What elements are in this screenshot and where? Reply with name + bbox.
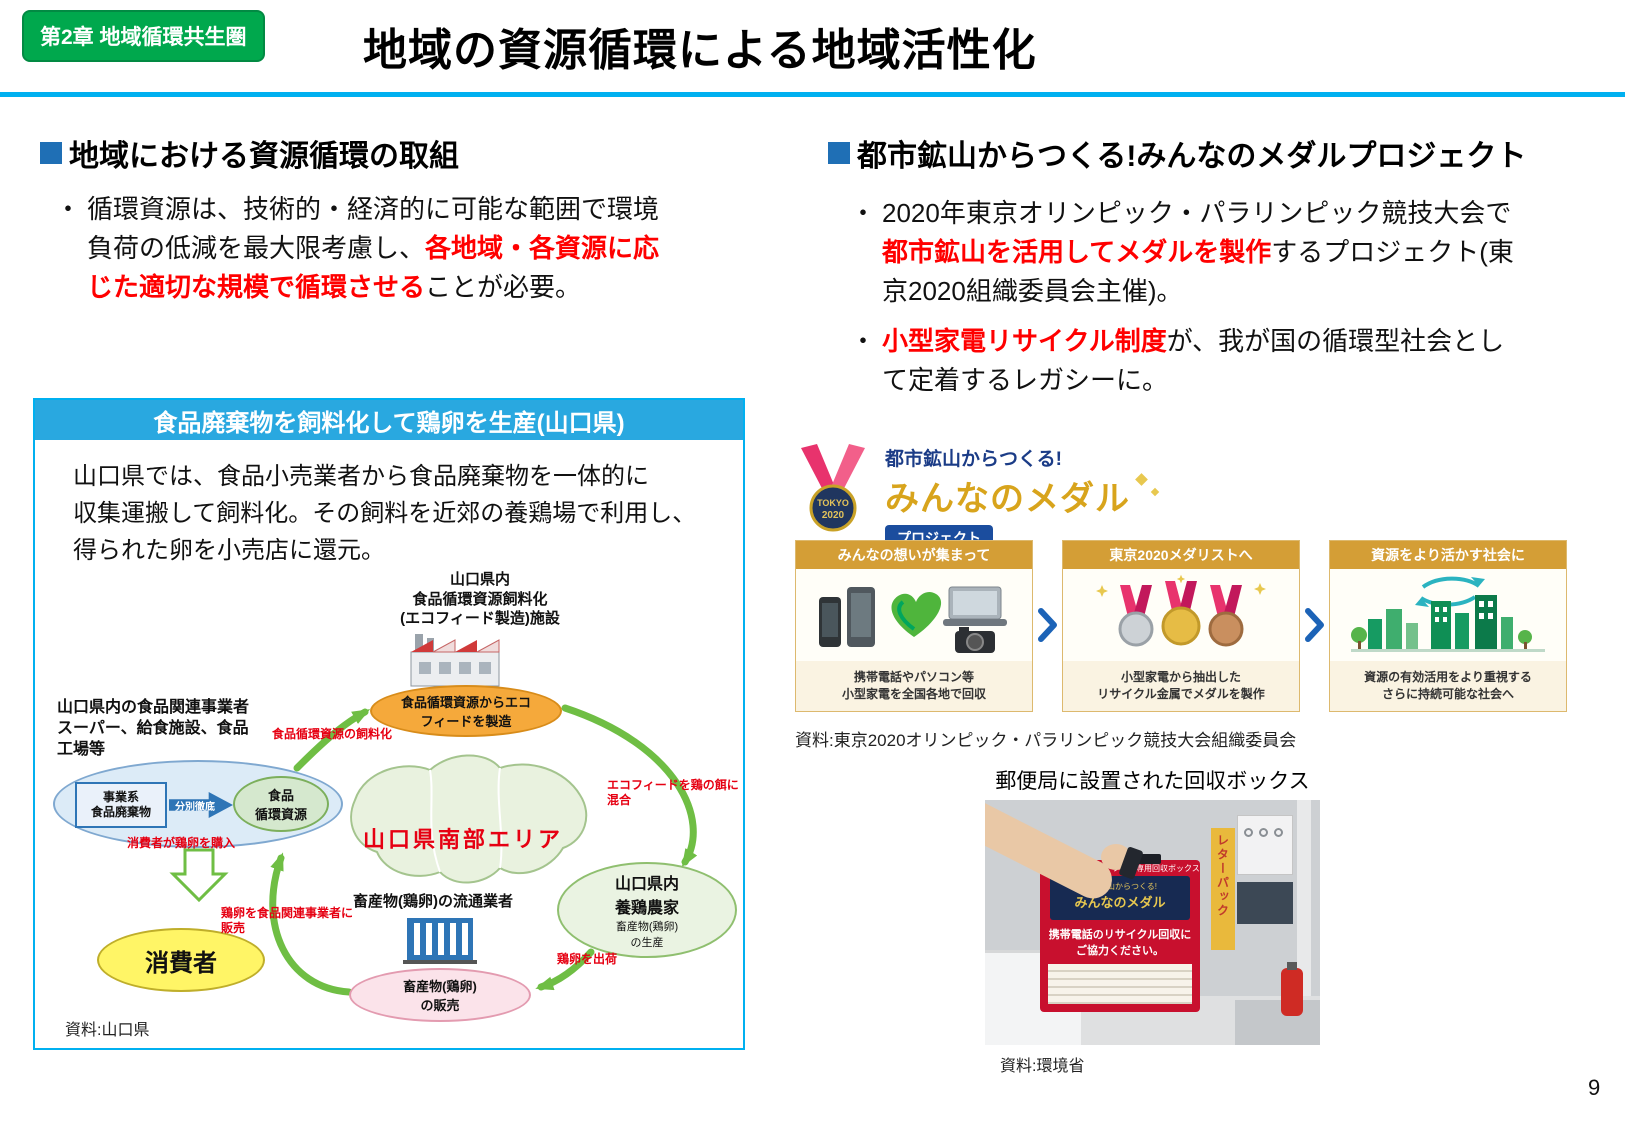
distributor-label: 畜産物(鶏卵)の流通業者 (353, 893, 513, 910)
box-message-line1: 携帯電話のリサイクル回収に (1048, 929, 1192, 941)
yamaguchi-case-figure: 食品廃棄物を飼料化して鶏卵を生産(山口県) 山口県では、食品小売業者から食品廃棄… (33, 398, 745, 1050)
heading-bullet-square (828, 142, 850, 164)
medal-panel-society: 資源をより活かす社会に 資源の有効活用をより重視する さらに持続可能な社会へ (1329, 540, 1567, 712)
yamaguchi-map (350, 754, 588, 884)
logo-line-2: みんなのメダル (885, 471, 1160, 520)
photo-letterpack-poster: レターパック (1211, 828, 1235, 950)
left-bullet-post: ことが必要。 (425, 272, 582, 302)
medal-panel-collect: みんなの想いが集まって 携帯電話やパソコン等 小型家電を全国各地で回収 (795, 540, 1033, 712)
medal-panel-medalist: 東京2020メダリストへ 小型家電から抽出した リサイクル金属でメダルを製作 (1062, 540, 1300, 712)
left-bullet-text: 循環資源は、技術的・経済的に可能な範囲で環境負荷の低減を最大限考慮し、各地域・各… (87, 190, 682, 307)
ecofeed-ellipse: 食品循環資源からエコ フィードを製造 (370, 685, 562, 737)
bullet-dot: ・ (55, 194, 82, 224)
right-bullet-1-post: するプロジェクト(東京2020組織委員会主催)。 (882, 237, 1514, 306)
sparkle-icon (1150, 487, 1160, 497)
box-message-line2: ご協力ください。 (1076, 945, 1164, 957)
devices-icon (796, 569, 1032, 661)
photo-wall-poster-dark (1237, 882, 1293, 924)
chapter-badge: 第2章 地域循環共生圏 (22, 10, 265, 62)
sell-flow-label: 鶏卵を食品関連事業者に販売 (221, 906, 354, 935)
right-bullet-1-pre: 2020年東京オリンピック・パラリンピック競技大会で (882, 198, 1512, 228)
chevron-right-icon (1038, 608, 1057, 642)
feed-flow-label: 食品循環資源の飼料化 (272, 727, 393, 741)
green-city-icon (1330, 569, 1566, 661)
figure-source: 資料:山口県 (65, 1022, 150, 1039)
panel-caption: 携帯電話やパソコン等 小型家電を全国各地で回収 (796, 661, 1032, 711)
left-section-heading: 地域における資源循環の取組 (40, 131, 459, 175)
farm-ellipse: 山口県内 養鶏農家 畜産物(鶏卵) の生産 (557, 862, 737, 958)
bullet-dot: ・ (850, 326, 877, 356)
panel-caption: 資源の有効活用をより重視する さらに持続可能な社会へ (1330, 661, 1566, 711)
box-info-strip (1048, 964, 1192, 1004)
sparkle-icon (1135, 473, 1148, 486)
box-logo-top-text: 都市鉱山からつくる! (1082, 882, 1158, 891)
panel-header: みんなの想いが集まって (796, 541, 1032, 569)
logo-line-1: 都市鉱山からつくる! (885, 449, 1062, 470)
tokyo-text-top: TOKYO (817, 498, 849, 508)
right-bullet-2-red: 小型家電リサイクル制度 (882, 326, 1167, 356)
ship-flow-label: 鶏卵を出荷 (557, 952, 618, 966)
panel-header: 東京2020メダリストへ (1063, 541, 1299, 569)
left-section-heading-text: 地域における資源循環の取組 (69, 140, 459, 173)
bullet-dot: ・ (850, 198, 877, 228)
medal-ribbon-icon: TOKYO 2020 (801, 444, 865, 532)
page-number: 9 (1588, 1075, 1601, 1100)
photo-wall-poster (1237, 815, 1293, 875)
logo-line-2-text: みんなのメダル (885, 480, 1130, 518)
right-section-heading-text: 都市鉱山からつくる!みんなのメダルプロジェクト (857, 140, 1527, 173)
consumer-ellipse: 消費者 (97, 928, 265, 992)
photo-source: 資料:環境省 (1000, 1058, 1085, 1075)
poster-ring-icon (1274, 828, 1283, 837)
farm-title: 山口県内 養鶏農家 (614, 876, 679, 917)
header-divider (0, 92, 1625, 97)
business-label: 山口県内の食品関連事業者 スーパー、給食施設、食品 工場等 (57, 699, 250, 758)
sorting-arrow-label: 分別徹底 (175, 801, 215, 813)
sale-ellipse: 畜産物(鶏卵) の販売 (349, 968, 531, 1022)
right-bullet-2-text: 小型家電リサイクル制度が、我が国の循環型社会として定着するレガシーに。 (882, 322, 1522, 400)
photo-pillar (1297, 800, 1311, 1005)
left-bullet-pre: 循環資源は、技術的・経済的に可能な範囲で環境負荷の低減を最大限考慮し、 (87, 194, 660, 263)
medal-project-logo: TOKYO 2020 都市鉱山からつくる! みんなのメダル プロジェクト (795, 444, 1160, 551)
distributor-building-icon (403, 918, 477, 964)
figure-description: 山口県では、食品小売業者から食品廃棄物を一体的に 収集運搬して飼料化。その飼料を… (73, 463, 697, 565)
right-section-heading: 都市鉱山からつくる!みんなのメダルプロジェクト (828, 131, 1526, 175)
facility-label: 山口県内 食品循環資源飼料化 (エコフィード製造)施設 (400, 571, 560, 627)
right-bullet-2-post: が、我が国の循環型社会として定着するレガシーに。 (882, 326, 1505, 395)
photo-fire-extinguisher (1281, 962, 1303, 1016)
heading-bullet-square (40, 142, 62, 164)
letterpack-text: レターパック (1215, 834, 1230, 918)
right-bullet-1: ・ 2020年東京オリンピック・パラリンピック競技大会で都市鉱山を活用してメダル… (850, 194, 1550, 311)
tokyo-text-bottom: 2020 (822, 510, 845, 521)
photo-caption: 郵便局に設置された回収ボックス (995, 770, 1310, 793)
panel-caption: 小型家電から抽出した リサイクル金属でメダルを製作 (1063, 661, 1299, 711)
consumer-purchase-arrow (169, 848, 229, 903)
business-waste-box: 事業系 食品廃棄物 (75, 782, 167, 828)
box-logo-text: みんなのメダル (1074, 895, 1166, 910)
chevron-right-icon (1305, 608, 1324, 642)
right-bullet-1-text: 2020年東京オリンピック・パラリンピック競技大会で都市鉱山を活用してメダルを製… (882, 194, 1522, 311)
page-title: 地域の資源循環による地域活性化 (363, 26, 1037, 75)
left-bullet: ・ 循環資源は、技術的・経済的に可能な範囲で環境負荷の低減を最大限考慮し、各地域… (55, 190, 695, 307)
left-bullet-red: 各地域・各資源に応じた適切な規模で循環させる (87, 233, 660, 302)
panel-header: 資源をより活かす社会に (1330, 541, 1566, 569)
collection-box-photo: レターパック 携帯電話・スマートフォン専用回収ボックス 都市鉱山からつくる! み… (985, 800, 1320, 1045)
poster-ring-icon (1244, 828, 1253, 837)
farm-sub: 畜産物(鶏卵) の生産 (615, 921, 679, 949)
mix-flow-label: エコフィードを鶏の餌に混合 (607, 778, 739, 807)
right-bullet-1-red: 都市鉱山を活用してメダルを製作 (882, 237, 1272, 267)
poster-ring-icon (1259, 828, 1268, 837)
factory-icon (410, 634, 500, 687)
map-area-label: 山口県南部エリア (363, 827, 564, 852)
buy-flow-label: 消費者が鶏卵を購入 (127, 836, 236, 850)
panels-source: 資料:東京2020オリンピック・パラリンピック競技大会組織委員会 (795, 731, 1297, 750)
right-bullet-2: ・ 小型家電リサイクル制度が、我が国の循環型社会として定着するレガシーに。 (850, 322, 1550, 400)
cycle-arrows (169, 704, 698, 996)
resource-ellipse: 食品 循環資源 (233, 776, 329, 832)
figure-header: 食品廃棄物を飼料化して鶏卵を生産(山口県) (35, 400, 743, 440)
medals-icon (1063, 569, 1299, 661)
photo-shelf (1235, 1000, 1320, 1045)
